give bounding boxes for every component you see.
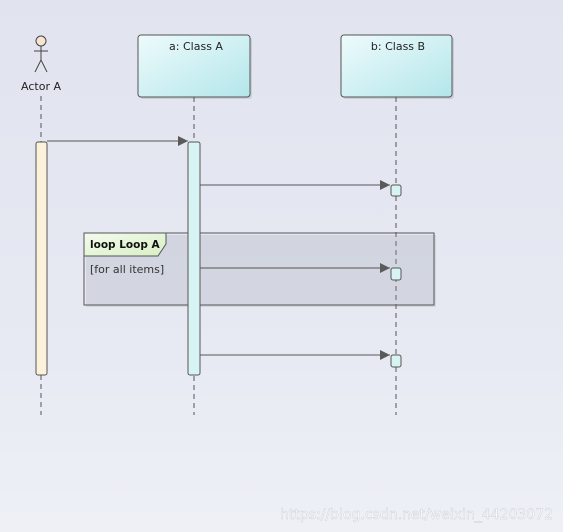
class-b-activation-1[interactable]: [390, 184, 402, 197]
loop-frame-title: loop Loop A: [90, 239, 160, 251]
class-a-activation-bar[interactable]: [187, 141, 201, 376]
actor-stick-figure-icon: [34, 35, 48, 73]
lifeline-head-class-b[interactable]: b: Class B: [340, 34, 454, 99]
actor-a[interactable]: Actor A: [21, 35, 61, 93]
watermark: https://blog.csdn.net/weixin_44203072: [280, 507, 553, 523]
class-b-activation-3[interactable]: [390, 354, 402, 368]
actor-a-activation-bar[interactable]: [35, 141, 48, 376]
actor-label: Actor A: [21, 80, 61, 93]
class-b-activation-2[interactable]: [390, 267, 402, 281]
class-a-label: a: Class A: [169, 40, 223, 53]
loop-frame[interactable]: loop Loop A [for all items]: [83, 232, 436, 307]
lifeline-head-class-a[interactable]: a: Class A: [137, 34, 252, 99]
loop-guard: [for all items]: [90, 263, 164, 276]
loop-frame-tab: [83, 232, 167, 257]
class-b-label: b: Class B: [371, 40, 425, 53]
